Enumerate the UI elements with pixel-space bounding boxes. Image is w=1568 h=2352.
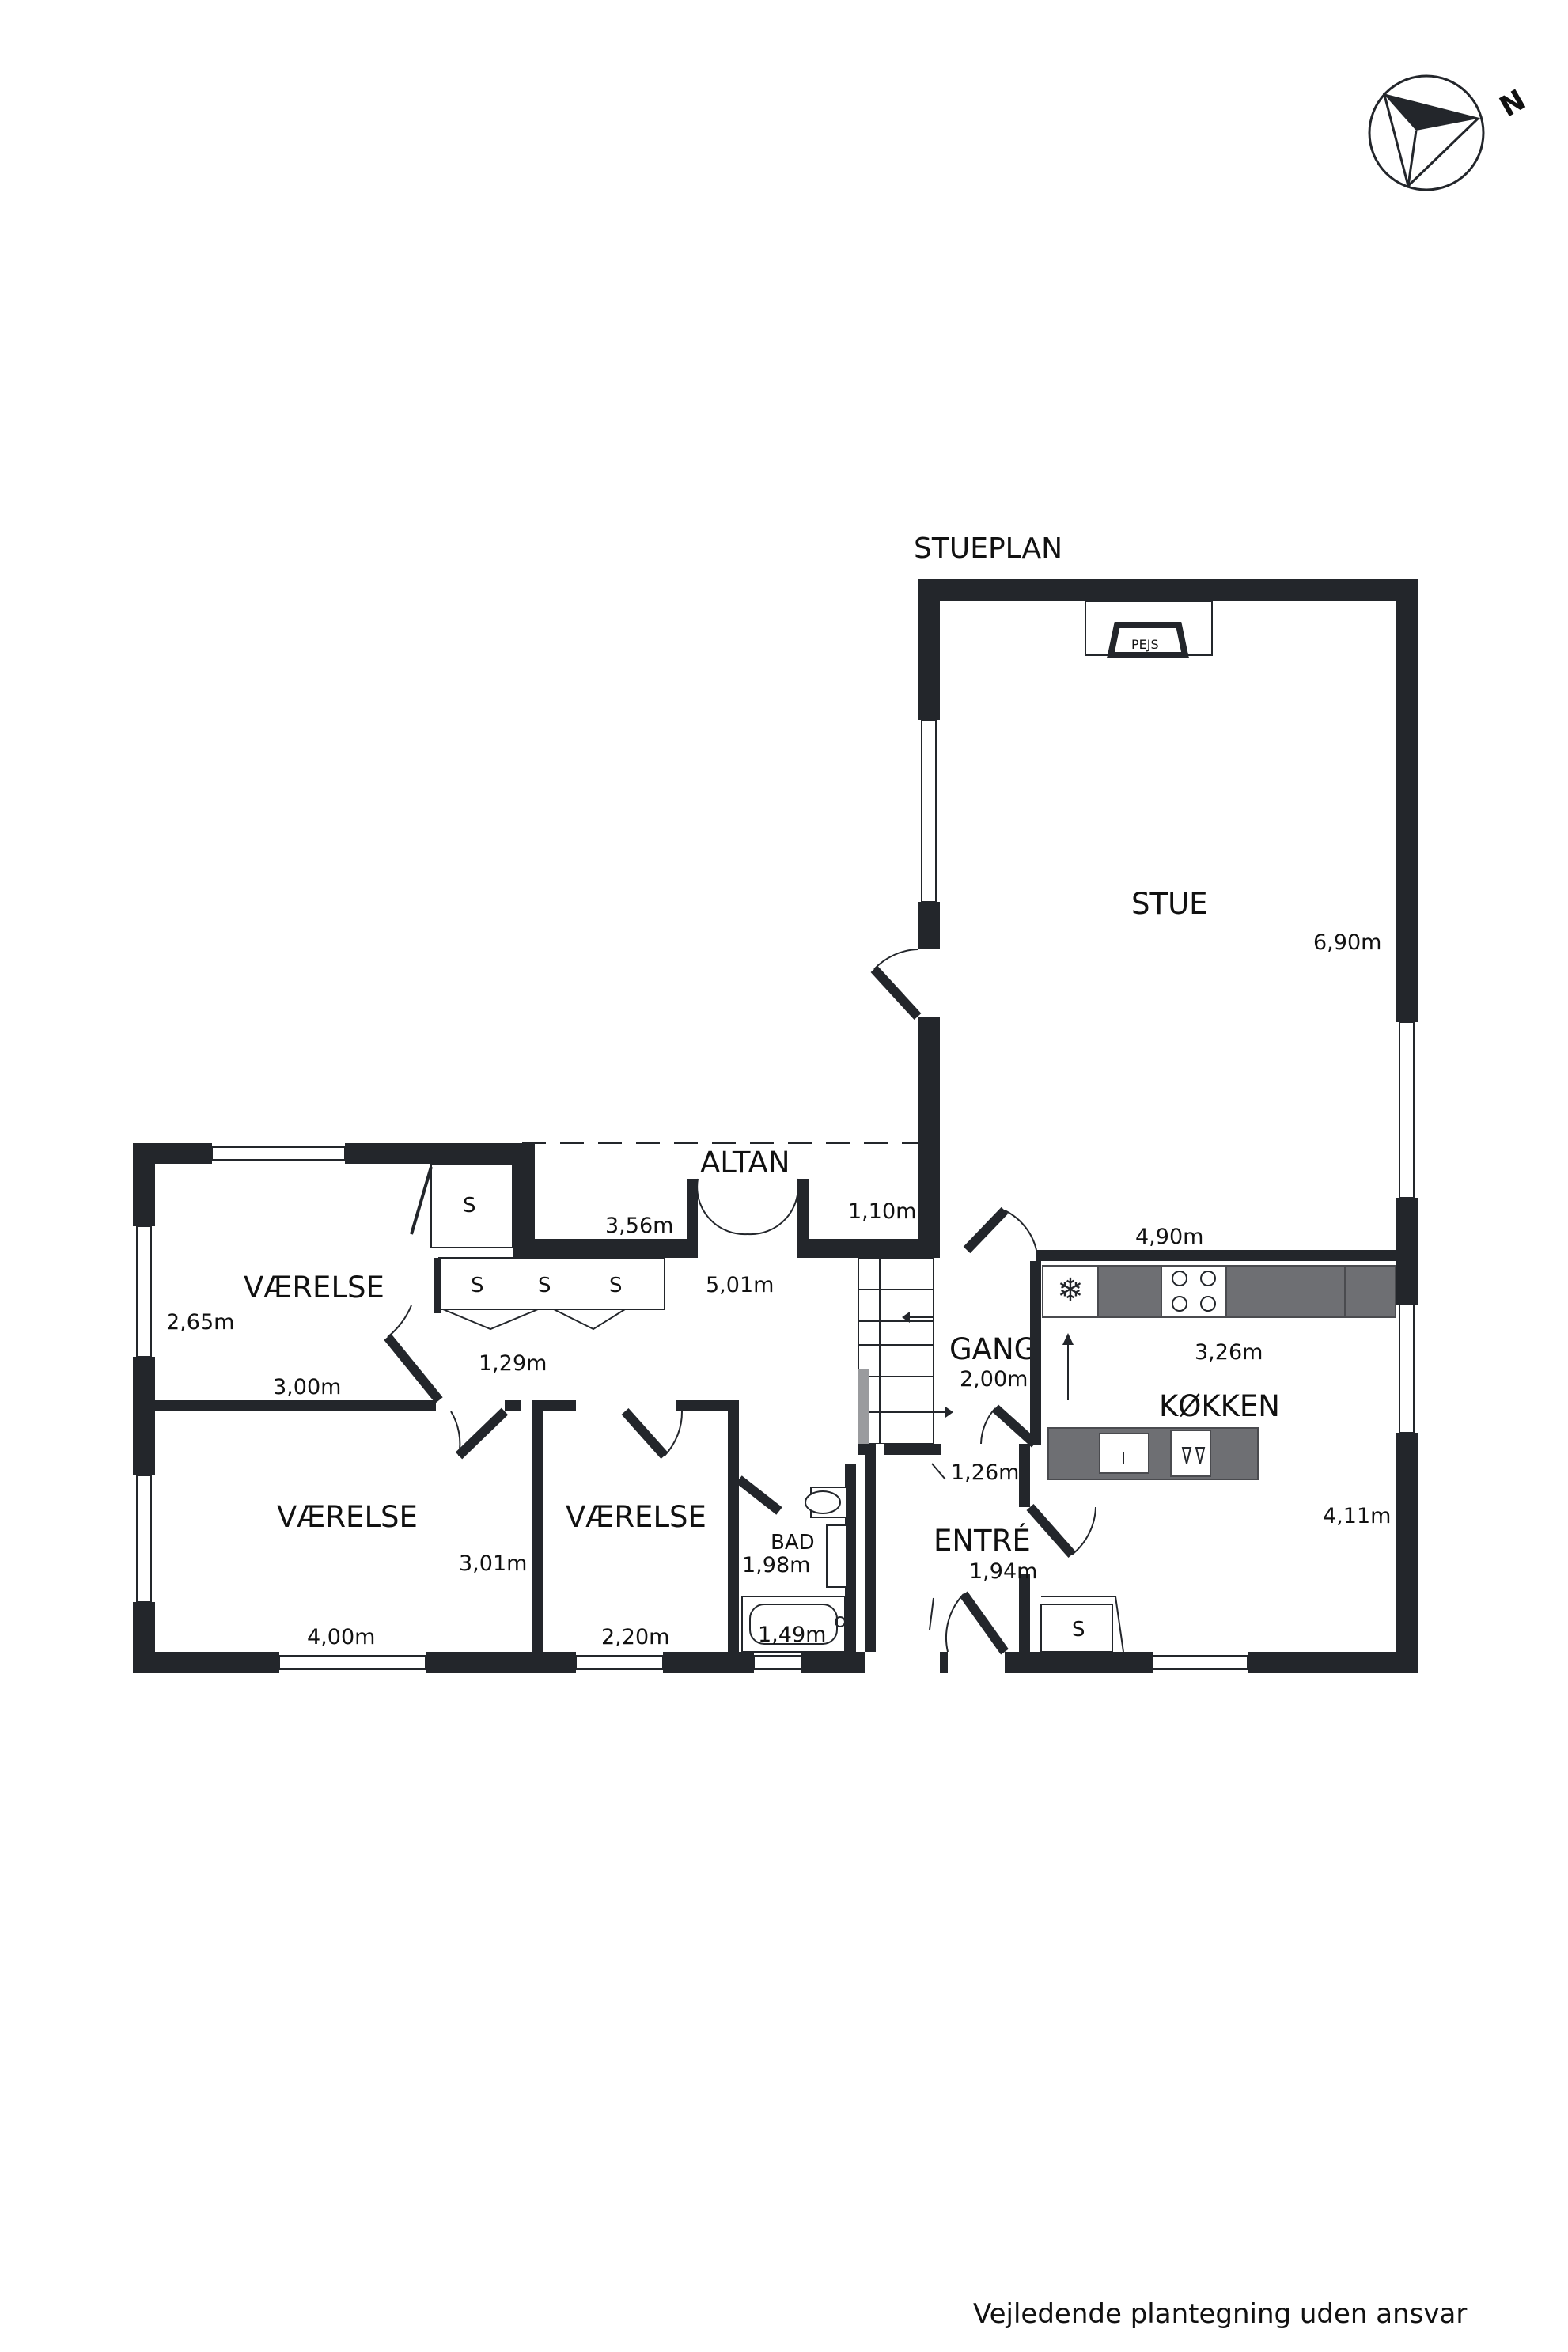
storage-label: S [1072, 1618, 1085, 1642]
dimension-entre-width: 1,94m [969, 1559, 1037, 1584]
room-label-stue: STUE [1131, 887, 1208, 921]
staircase [858, 1257, 953, 1652]
dimension-hall-length: 5,01m [706, 1273, 774, 1297]
closet-bedroom1: S [410, 1163, 513, 1248]
dimension-koekken-height: 4,11m [1323, 1504, 1391, 1528]
kitchen-island [1047, 1427, 1259, 1480]
dimension-vaerelse3-width: 2,20m [601, 1625, 669, 1649]
entre-walls [876, 1444, 1030, 1673]
dimension-vaerelse1-width: 3,00m [273, 1375, 341, 1399]
dimension-passage: 1,29m [479, 1351, 547, 1376]
dimension-hall-width: 3,56m [605, 1214, 673, 1238]
bedroom1-door[interactable] [384, 1305, 443, 1403]
gang-kitchen-door[interactable] [980, 1404, 1039, 1448]
stove-icon [1161, 1265, 1227, 1318]
dimension-koekken-width: 3,26m [1195, 1340, 1263, 1365]
room-label-bad: BAD [771, 1531, 815, 1555]
dimension-altan-width: 1,10m [848, 1199, 916, 1224]
freezer-icon [1042, 1265, 1099, 1318]
kitchen-top-counter: ❄ [1042, 1265, 1396, 1318]
fireplace-icon: PEJS [1085, 600, 1213, 658]
plan-title: STUEPLAN [914, 532, 1062, 565]
north-label: N [1494, 84, 1532, 124]
dimension-stue-width: 4,90m [1135, 1225, 1203, 1249]
arrow-up-icon [1062, 1333, 1074, 1400]
west-walls [133, 1143, 948, 1673]
bedroom3-door[interactable] [621, 1408, 684, 1459]
kitchen-storage: S [1040, 1596, 1124, 1653]
dimension-bad-width: 1,49m [758, 1623, 826, 1647]
storage-label: S [609, 1274, 623, 1297]
north-arrow-icon: N [1368, 74, 1532, 191]
room-label-koekken: KØKKEN [1159, 1389, 1280, 1423]
storage-label: S [538, 1274, 551, 1297]
entre-kitchen-door[interactable] [1026, 1504, 1096, 1558]
dimension-vaerelse1-height: 2,65m [166, 1310, 234, 1335]
disclaimer: Vejledende plantegning uden ansvar [973, 2298, 1468, 2330]
stue-door[interactable] [870, 949, 922, 1021]
bath-fixtures [736, 1464, 856, 1653]
dimension-stue-height: 6,90m [1313, 930, 1381, 955]
sink-icon [826, 1524, 847, 1588]
room-label-vaerelse-2: VÆRELSE [277, 1500, 418, 1534]
altan-door[interactable] [696, 1178, 799, 1236]
dimension-gang-length: 2,00m [960, 1367, 1028, 1392]
dimension-vaerelse2-width: 4,00m [307, 1625, 375, 1649]
storage-label: S [471, 1274, 484, 1297]
storage-label: S [463, 1194, 476, 1218]
room-label-vaerelse-3: VÆRELSE [566, 1500, 706, 1534]
room-label-gang: GANG [949, 1332, 1036, 1366]
dimension-vaerelse2-height: 3,01m [459, 1551, 527, 1576]
kitchen-walls [1030, 1261, 1418, 1673]
bedroom2-door[interactable] [450, 1407, 509, 1460]
front-door[interactable] [945, 1591, 1009, 1655]
gang-stue-door[interactable] [963, 1206, 1037, 1254]
fireplace-label: PEJS [1131, 637, 1159, 652]
dishwasher-icon [1170, 1430, 1211, 1477]
room-label-entre: ENTRÉ [934, 1523, 1031, 1558]
room-label-vaerelse-1: VÆRELSE [244, 1271, 384, 1305]
svg-text:❄: ❄ [1057, 1272, 1084, 1309]
room-label-altan: ALTAN [700, 1146, 790, 1180]
hall-closets: S S S [434, 1257, 665, 1331]
dimension-gang-width: 1,26m [951, 1460, 1019, 1485]
dimension-bad-height: 1,98m [742, 1553, 810, 1577]
room-stue-walls [918, 579, 1418, 1269]
